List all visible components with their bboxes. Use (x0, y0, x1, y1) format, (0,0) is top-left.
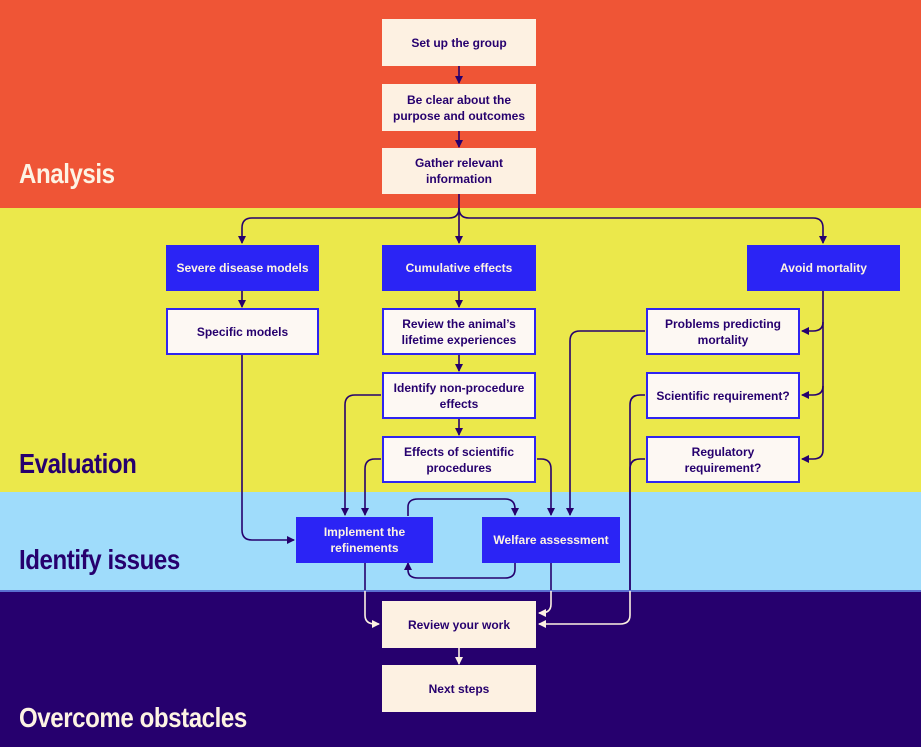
node-identify-non-procedure-effects: Identify non-procedure effects (382, 372, 536, 419)
stage-label-identify-issues: Identify issues (19, 544, 180, 575)
stage-band-identify-issues: Identify issues (0, 492, 921, 590)
stage-label-evaluation: Evaluation (19, 448, 137, 479)
node-set-up-the-group: Set up the group (382, 19, 536, 66)
node-gather-relevant-information: Gather relevant information (382, 148, 536, 194)
node-implement-the-refinements: Implement the refinements (296, 517, 433, 563)
node-scientific-requirement: Scientific requirement? (646, 372, 800, 419)
stage-label-overcome-obstacles: Overcome obstacles (19, 702, 247, 733)
node-avoid-mortality: Avoid mortality (747, 245, 900, 291)
node-problems-predicting-mortality: Problems predicting mortality (646, 308, 800, 355)
node-specific-models: Specific models (166, 308, 319, 355)
node-effects-of-scientific-procedures: Effects of scientific procedures (382, 436, 536, 483)
node-review-animal-lifetime: Review the animal’s lifetime experiences (382, 308, 536, 355)
node-severe-disease-models: Severe disease models (166, 245, 319, 291)
node-be-clear-about-purpose: Be clear about the purpose and outcomes (382, 84, 536, 131)
node-cumulative-effects: Cumulative effects (382, 245, 536, 291)
node-next-steps: Next steps (382, 665, 536, 712)
node-welfare-assessment: Welfare assessment (482, 517, 620, 563)
node-regulatory-requirement: Regulatory requirement? (646, 436, 800, 483)
stage-label-analysis: Analysis (19, 158, 115, 189)
node-review-your-work: Review your work (382, 601, 536, 648)
